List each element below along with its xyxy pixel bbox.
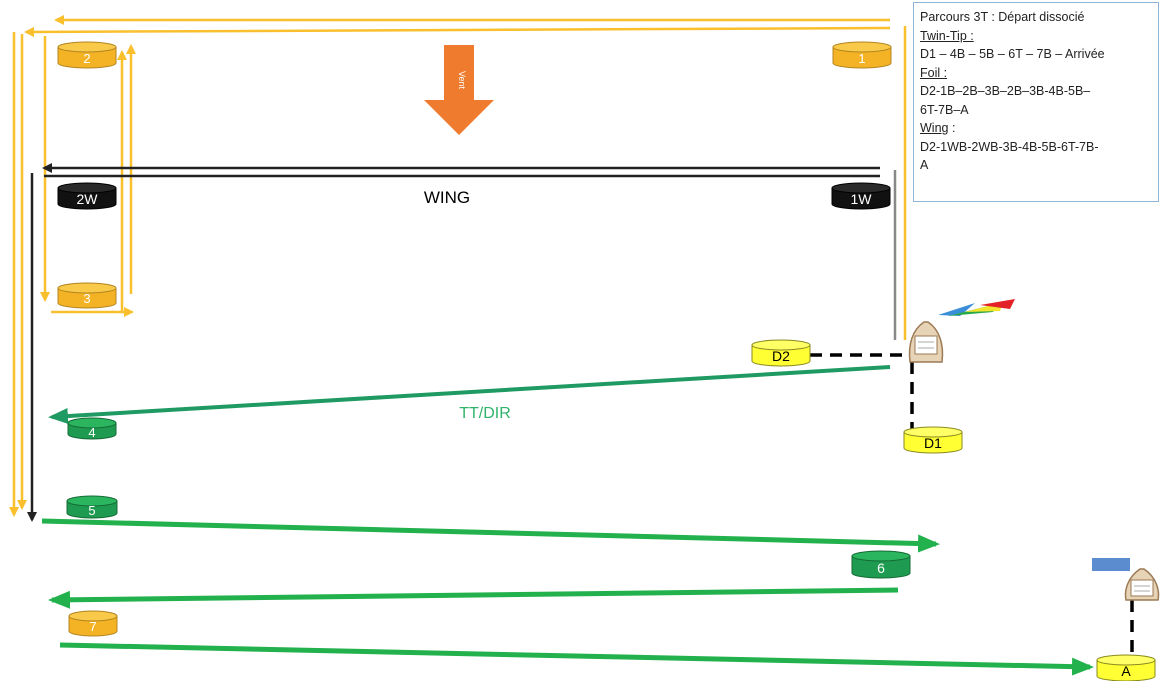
buoy-1: 1 <box>832 41 892 69</box>
buoy-1w-label: 1W <box>851 191 873 207</box>
legend-twintip-route: D1 – 4B – 5B – 6T – 7B – Arrivée <box>920 47 1105 61</box>
wing-course-label: WING <box>424 188 470 207</box>
buoy-5: 5 <box>66 495 118 519</box>
buoy-2w: 2W <box>57 182 117 210</box>
start-finish-lines <box>810 353 1134 660</box>
finish-committee-boat <box>1092 558 1160 601</box>
twintip-course-path <box>41 365 1094 676</box>
buoy-1-label: 1 <box>858 51 865 66</box>
buoy-2w-label: 2W <box>77 191 99 207</box>
buoy-d2-label: D2 <box>772 348 790 364</box>
legend-wing-heading-row: Wing : <box>920 119 1152 138</box>
legend-title: Parcours 3T : Départ dissocié <box>920 10 1085 24</box>
legend-foil-route-line-2: 6T-7B–A <box>920 102 969 117</box>
legend-wing-route-line-1: D2-1WB-2WB-3B-4B-5B-6T-7B- <box>920 139 1099 154</box>
buoy-5-label: 5 <box>88 503 95 518</box>
buoy-4-label: 4 <box>88 425 95 440</box>
legend-twintip-heading: Twin-Tip : <box>920 28 974 43</box>
buoy-7: 7 <box>68 610 118 637</box>
course-legend: Parcours 3T : Départ dissocié Twin-Tip :… <box>913 2 1159 202</box>
legend-foil-heading: Foil : <box>920 65 948 80</box>
buoy-d2: D2 <box>751 339 811 367</box>
buoy-6: 6 <box>851 550 911 579</box>
buoy-d1-label: D1 <box>924 435 942 451</box>
buoy-a-label: A <box>1121 663 1131 679</box>
twintip-course-label: TT/DIR <box>459 405 511 422</box>
buoy-7-label: 7 <box>89 619 96 634</box>
buoy-4: 4 <box>67 417 117 440</box>
buoy-2-label: 2 <box>83 51 90 66</box>
buoy-d1: D1 <box>903 426 963 454</box>
finish-flag <box>1092 558 1130 571</box>
buoy-3-label: 3 <box>83 291 90 306</box>
buoy-2: 2 <box>57 41 117 69</box>
start-flags <box>938 299 1015 316</box>
legend-wing-colon: : <box>948 121 956 135</box>
buoy-a: A <box>1096 654 1156 681</box>
legend-wing-route-line-2: A <box>920 158 929 172</box>
buoy-6-label: 6 <box>877 560 885 576</box>
buoy-1w: 1W <box>831 182 891 210</box>
buoy-3: 3 <box>57 282 117 309</box>
start-committee-boat <box>908 321 944 363</box>
wind-label: Vent <box>457 71 467 90</box>
legend-foil-route-line-1: D2-1B–2B–3B–2B–3B-4B-5B– <box>920 84 1091 98</box>
wind-arrow: Vent <box>424 45 494 135</box>
legend-wing-heading: Wing <box>920 121 949 135</box>
wing-course-path <box>27 163 897 522</box>
